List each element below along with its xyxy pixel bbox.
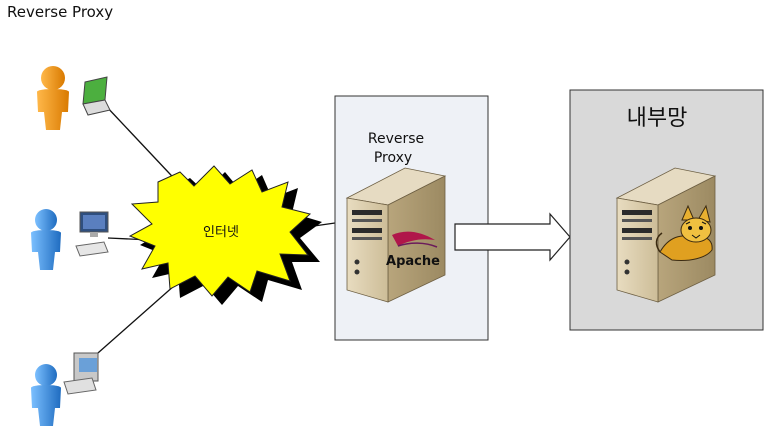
internal-network-label: 내부망 [627, 106, 688, 131]
internet-label: 인터넷 [203, 225, 239, 240]
desktop-computer-icon [75, 211, 109, 257]
page-title: Reverse Proxy [7, 3, 114, 21]
internet-cloud-burst [128, 165, 312, 297]
apache-feather-icon [392, 231, 435, 246]
user-blue-icon [31, 209, 61, 270]
user-orange-icon [37, 66, 69, 130]
internet-cloud: 인터넷 [128, 165, 322, 305]
connection-line-user3 [89, 284, 176, 361]
workstation-icon [63, 352, 99, 395]
forward-arrow [454, 212, 571, 262]
tomcat-server-icon [615, 167, 717, 303]
apache-label: Apache [386, 254, 440, 269]
reverse-proxy-label-line1: Reverse [368, 131, 424, 147]
tomcat-cat-icon [655, 204, 713, 261]
laptop-icon [82, 76, 111, 116]
reverse-proxy-label-line2: Proxy [374, 150, 412, 166]
user-blue-icon-2 [31, 364, 61, 426]
apache-server-icon: Apache [345, 167, 447, 303]
